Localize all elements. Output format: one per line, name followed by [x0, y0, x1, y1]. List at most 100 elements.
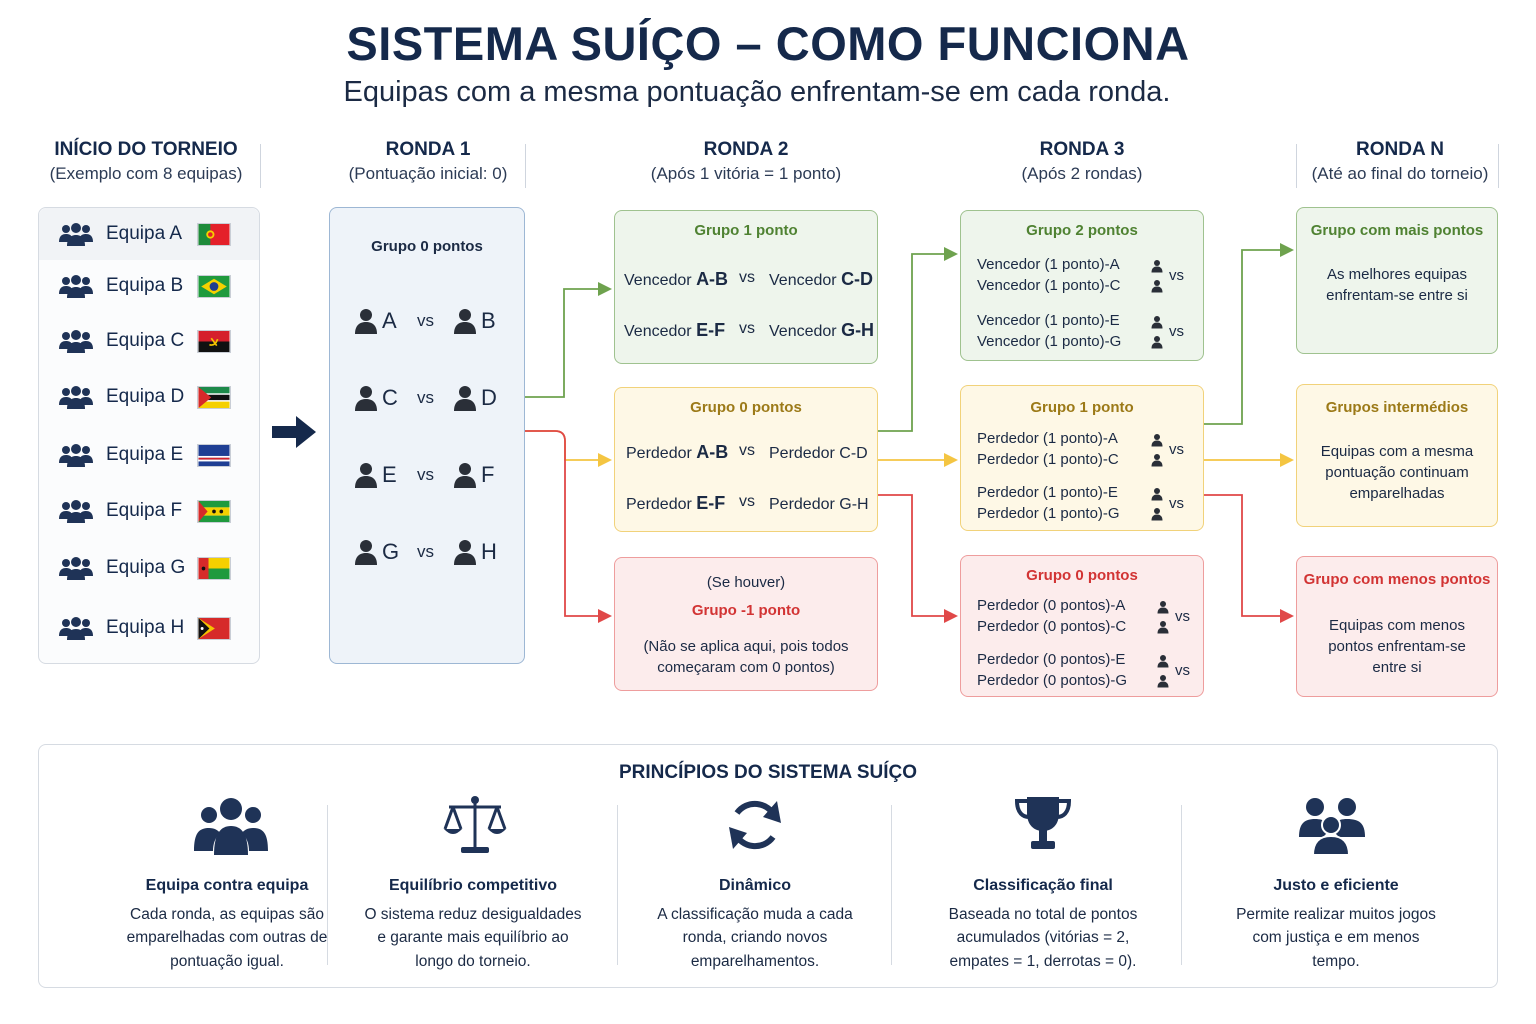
person-icon [1157, 600, 1169, 614]
arrowhead [1280, 243, 1294, 257]
column-header-round2: RONDA 2 (Após 1 vitória = 1 ponto) [614, 138, 878, 185]
person-icon [1157, 674, 1169, 688]
group-title: Grupo com mais pontos [1310, 222, 1484, 239]
person-icon [453, 462, 477, 488]
group-note: começaram com 0 pontos) [657, 659, 835, 676]
flow-red [878, 494, 946, 617]
person-icon [453, 308, 477, 334]
flag-sao-tome-icon [197, 499, 231, 523]
flag-mozambique-icon [197, 385, 231, 409]
person-icon [1151, 335, 1163, 349]
flow-red [525, 430, 600, 617]
round1-group-title: Grupo 0 pontos [371, 238, 483, 255]
vs-label: vs [1169, 323, 1184, 340]
flow-green [878, 253, 946, 432]
team-letter: G [382, 539, 400, 564]
person-icon [354, 308, 378, 334]
vs-label: vs [417, 311, 434, 330]
roundn-group-most-points: Grupo com mais pontos As melhores equipa… [1296, 207, 1498, 354]
flag-guinea-bissau-icon [197, 556, 231, 580]
vs-label: vs [1169, 441, 1184, 458]
arrowhead [944, 609, 958, 623]
team-group-icon [59, 556, 93, 580]
team-row: Equipa D [39, 371, 259, 423]
column-subtitle: (Exemplo com 8 equipas) [49, 163, 243, 183]
team-name: Equipa E [106, 444, 184, 465]
round2-group-0-points: Grupo 0 pontos Perdedor A-B vs Perdedor … [614, 387, 878, 532]
group-text: Equipas com menos [1329, 617, 1465, 634]
group-title: Grupo 0 pontos [690, 399, 802, 416]
team-name: Equipa C [106, 330, 185, 351]
arrowhead [944, 453, 958, 467]
roundn-group-least-points: Grupo com menos pontos Equipas com menos… [1296, 556, 1498, 697]
person-icon [453, 539, 477, 565]
column-title: RONDA 3 [1039, 139, 1125, 160]
group-text: emparelhadas [1349, 485, 1445, 502]
person-icon [354, 462, 378, 488]
column-subtitle: (Após 2 rondas) [1021, 163, 1143, 183]
principle-title: Classificação final [973, 877, 1113, 894]
team-letter: F [481, 462, 495, 487]
team-group-icon [59, 329, 93, 353]
team-group-icon [59, 616, 93, 640]
round1-match: G vs H [354, 539, 504, 569]
column-divider [1296, 144, 1297, 188]
person-icon [354, 385, 378, 411]
vs-label: vs [1169, 267, 1184, 284]
arrowhead [598, 453, 612, 467]
vs-label: vs [1169, 495, 1184, 512]
team-letter: D [481, 385, 497, 410]
person-icon [1151, 279, 1163, 293]
team-name: Equipa B [106, 275, 184, 296]
vs-label: vs [739, 269, 755, 286]
vs-label: vs [739, 493, 755, 510]
team-list: Equipa A Equipa B Equipa C Equipa D E [38, 207, 260, 664]
flag-portugal-icon [197, 222, 231, 246]
principle-title: Dinâmico [718, 877, 791, 894]
column-divider [525, 144, 526, 188]
team-letter: H [481, 539, 497, 564]
person-icon [1157, 620, 1169, 634]
group-text: enfrentam-se entre si [1326, 287, 1468, 304]
person-icon [1151, 453, 1163, 467]
group-title: Grupos intermédios [1325, 399, 1469, 416]
principles-title: PRINCÍPIOS DO SISTEMA SUÍÇO [618, 762, 918, 783]
team-letter: E [382, 462, 397, 487]
team-name: Equipa F [106, 500, 183, 521]
principle-divider [617, 805, 618, 965]
flow-red [1204, 494, 1282, 617]
person-icon [1151, 433, 1163, 447]
group-text: entre si [1372, 659, 1422, 676]
column-header-round1: RONDA 1 (Pontuação inicial: 0) [330, 138, 526, 185]
team-group-icon [59, 222, 93, 246]
round1-match: C vs D [354, 385, 504, 415]
flag-timor-leste-icon [197, 616, 231, 640]
column-title: RONDA N [1356, 139, 1444, 160]
group-title: Grupo -1 ponto [691, 602, 801, 619]
team-name: Equipa D [106, 386, 185, 407]
arrowhead [598, 609, 612, 623]
person-icon [1157, 654, 1169, 668]
group-text: pontuação continuam [1325, 464, 1469, 481]
column-title: INÍCIO DO TORNEIO [54, 139, 238, 160]
flag-brazil-icon [197, 274, 231, 298]
group-title: Grupo com menos pontos [1303, 571, 1491, 588]
arrowhead [1280, 453, 1294, 467]
column-subtitle: (Após 1 vitória = 1 ponto) [650, 163, 842, 183]
team-name: Equipa H [106, 617, 185, 638]
team-name: Equipa A [106, 223, 183, 244]
team-group-icon [59, 443, 93, 467]
group-text: Equipas com a mesma [1320, 443, 1474, 460]
vs-label: vs [1175, 662, 1190, 679]
round1-match: A vs B [354, 308, 504, 338]
round2-group-minus-1-point: (Se houver) Grupo -1 ponto (Não se aplic… [614, 557, 878, 691]
principle-title: Justo e eficiente [1273, 877, 1399, 894]
